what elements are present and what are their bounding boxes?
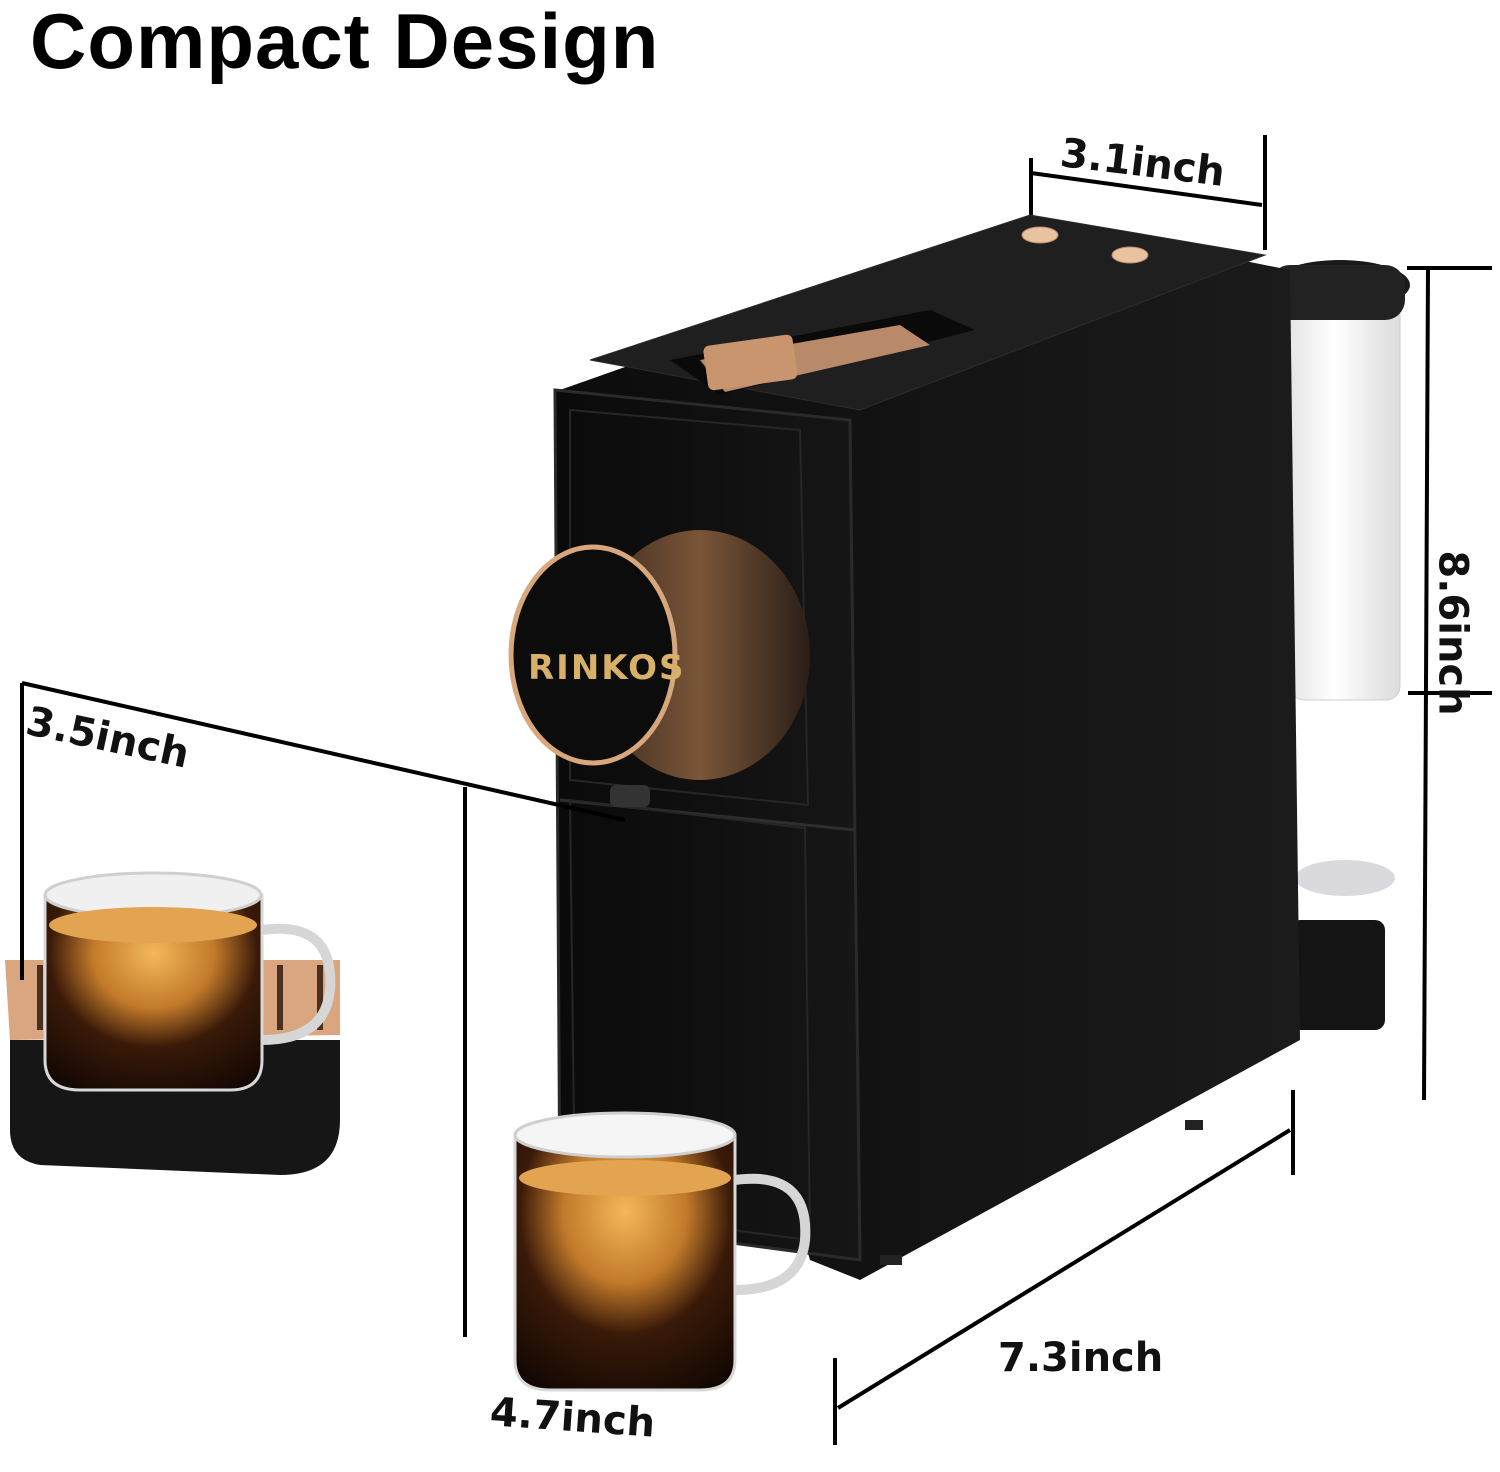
brew-dial: [508, 530, 810, 807]
page-title: Compact Design: [30, 0, 660, 85]
water-tank: [1270, 260, 1410, 1030]
dimension-label-height: 8.6inch: [1429, 550, 1476, 716]
dimension-label-length: 7.3inch: [998, 1335, 1164, 1381]
coffee-cup-center: [513, 1111, 811, 1392]
dimension-lines: [20, 135, 1492, 1445]
brand-logo: RINKOS: [528, 648, 686, 688]
coffee-cup-left: [43, 871, 336, 1092]
